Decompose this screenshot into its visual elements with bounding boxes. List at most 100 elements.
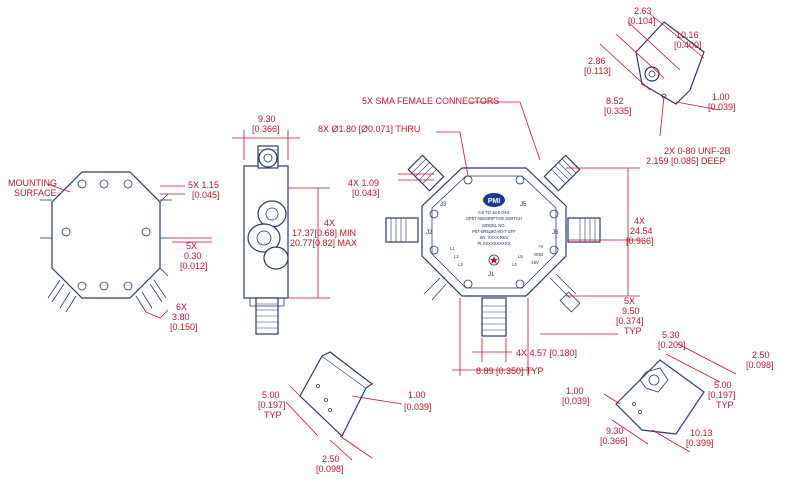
svg-text:[0.366]: [0.366] (600, 436, 628, 446)
svg-text:TYP: TYP (624, 326, 642, 336)
pin-label-l2: L2 (454, 254, 459, 259)
svg-text:[0.966]: [0.966] (626, 236, 654, 246)
dim-4x-1-09: 4X 1.09 [0.043] (348, 173, 434, 198)
svg-text:5X: 5X (186, 241, 197, 251)
side-view (243, 145, 289, 335)
dim-9-30-side: 9.30 [0.366] (232, 114, 300, 160)
dim-9-30-right: 9.30 [0.366] (600, 426, 628, 446)
pin-label-gnd: GND (534, 252, 543, 257)
svg-text:[0.012]: [0.012] (180, 261, 208, 271)
svg-text:4X 4.57 [0.180]: 4X 4.57 [0.180] (516, 348, 577, 358)
label-line-2: SP5T ABSORPTIVE SWITCH (466, 216, 522, 221)
svg-text:[0.045]: [0.045] (192, 190, 220, 200)
svg-text:10.13: 10.13 (690, 428, 713, 438)
svg-text:2.50: 2.50 (322, 454, 340, 464)
svg-text:[0.039]: [0.039] (562, 396, 590, 406)
dim-4x-4-57: 4X 4.57 [0.180] (472, 338, 577, 362)
dim-5-00-right: 5.00 [0.197] TYP (708, 380, 736, 410)
svg-text:1.00: 1.00 (712, 92, 730, 102)
svg-text:0.30: 0.30 (184, 251, 202, 261)
connector-j3 (407, 154, 445, 192)
svg-text:[0.197]: [0.197] (258, 400, 286, 410)
svg-text:[0.335]: [0.335] (604, 106, 632, 116)
svg-text:17.37[0.68] MIN: 17.37[0.68] MIN (292, 228, 356, 238)
dim-6x-3-80: 6X 3.80 [0.150] (145, 302, 198, 332)
dim-5-30: 5.30 [0.209] (658, 330, 686, 350)
dim-2-63: 2.63 [0.104] (628, 6, 656, 26)
dim-5x-9-50: 5X 9.50 [0.374] TYP (540, 239, 644, 336)
svg-text:9.50: 9.50 (622, 306, 640, 316)
detail-bottom-left (285, 351, 403, 461)
svg-text:5X 1.15: 5X 1.15 (188, 180, 219, 190)
pin-label-minus15: -15V (530, 260, 539, 265)
detail-top-right (599, 13, 705, 105)
svg-text:2X 0-80 UNF-2B: 2X 0-80 UNF-2B (664, 146, 731, 156)
label-line-4: P5T-0R518G-60-T-SFF (472, 229, 516, 234)
dim-8-89: 8.89 [0.350] TYP (452, 298, 543, 376)
port-label-j1: J1 (488, 272, 495, 278)
svg-text:[0.374]: [0.374] (616, 316, 644, 326)
svg-text:2.63: 2.63 (634, 6, 652, 16)
label-line-5: SN: XXXX REV (479, 235, 508, 240)
mounting-surface-view (40, 171, 172, 313)
star-emblem-icon (488, 254, 500, 266)
port-label-j3: J3 (440, 202, 447, 208)
svg-text:[0.043]: [0.043] (352, 188, 380, 198)
svg-text:6X: 6X (176, 302, 187, 312)
pmi-logo-text: PMI (488, 198, 501, 205)
svg-text:1.00: 1.00 (566, 386, 584, 396)
svg-text:8.89 [0.350] TYP: 8.89 [0.350] TYP (476, 366, 543, 376)
svg-text:3.80: 3.80 (172, 312, 190, 322)
svg-text:5.00: 5.00 (262, 390, 280, 400)
dim-2-86: 2.86 [0.113] (584, 56, 611, 76)
svg-text:2.50: 2.50 (752, 350, 770, 360)
svg-text:4X: 4X (324, 218, 335, 228)
dim-10-13: 10.13 [0.399] (686, 428, 714, 448)
dim-5x-0-30: 5X 0.30 [0.012] (172, 237, 212, 271)
svg-text:[0.039]: [0.039] (404, 402, 432, 412)
dim-10-16: 10.16 [0.400] (674, 30, 702, 50)
svg-text:[0.366]: [0.366] (252, 124, 280, 134)
svg-text:5.00: 5.00 (714, 380, 732, 390)
svg-text:[0.098]: [0.098] (316, 464, 344, 474)
pin-label-l3: L3 (458, 262, 463, 267)
svg-text:[0.209]: [0.209] (658, 340, 686, 350)
svg-text:24.54: 24.54 (630, 226, 653, 236)
housing-top (421, 167, 567, 297)
svg-text:9.30: 9.30 (606, 426, 624, 436)
thru-holes-callout: 8X Ø1.80 [Ø0.071] THRU (318, 124, 420, 134)
svg-text:8.52: 8.52 (606, 96, 624, 106)
star-icon (490, 256, 498, 264)
housing-octagon (51, 171, 161, 299)
sma-connectors-leader (470, 101, 541, 161)
pmi-logo-icon (483, 193, 505, 207)
port-label-j2: J2 (426, 230, 433, 236)
svg-text:5.30: 5.30 (662, 330, 680, 340)
svg-text:4X: 4X (634, 216, 645, 226)
svg-text:TYP: TYP (716, 400, 734, 410)
tap-callout: 2X 0-80 UNF-2B 2.159 [0.085] DEEP (646, 95, 731, 166)
svg-text:20.77[0.82] MAX: 20.77[0.82] MAX (290, 238, 357, 248)
svg-text:TYP: TYP (264, 410, 282, 420)
label-line-6: PLXXXXXXXXXX (477, 241, 510, 246)
dim-5x-1-15: 5X 1.15 [0.045] (160, 180, 220, 200)
pin-label-l5: L5 (518, 254, 523, 259)
dim-1-00-right: 1.00 [0.039] (562, 386, 590, 406)
svg-text:1.00: 1.00 (408, 390, 426, 400)
label-line-1: 0.5 TO 18.0 GHz (478, 210, 510, 215)
top-view: PMI 0.5 TO 18.0 GHz SP5T ABSORPTIVE SWIT… (385, 154, 601, 337)
svg-text:[0.113]: [0.113] (584, 66, 611, 76)
svg-text:[0.098]: [0.098] (746, 360, 774, 370)
svg-text:9.30: 9.30 (258, 114, 276, 124)
label-line-3: MODEL NO. (482, 223, 505, 228)
svg-text:[0.150]: [0.150] (170, 322, 198, 332)
detail-bottom-right (603, 343, 737, 453)
dim-4x-17-37: 4X 17.37[0.68] MIN 20.77[0.82] MAX (288, 187, 357, 299)
mounting-surface-callout-2: SURFACE (14, 188, 57, 198)
dim-1-00-left: 1.00 [0.039] (404, 390, 432, 412)
svg-text:[0.399]: [0.399] (686, 438, 714, 448)
svg-text:5X: 5X (624, 296, 635, 306)
dim-8-52: 8.52 [0.335] (604, 96, 632, 116)
connector-j5 (543, 154, 581, 192)
pin-label-l4: L4 (512, 262, 517, 267)
